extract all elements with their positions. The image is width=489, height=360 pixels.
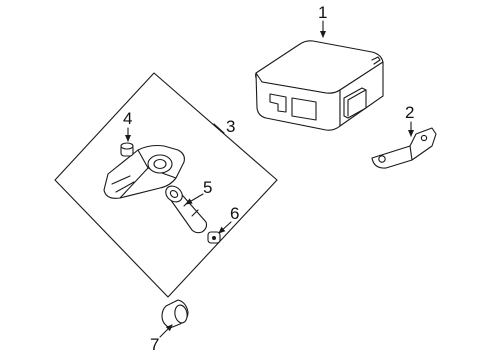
leader-line-6: [218, 221, 232, 234]
callout-label-2: 2: [405, 103, 414, 122]
callout-3: 3: [226, 117, 235, 136]
callout-6: 6: [218, 204, 239, 234]
callout-label-6: 6: [230, 204, 239, 223]
leader-line-5: [185, 193, 204, 205]
callout-4: 4: [123, 109, 132, 142]
callout-7: 7: [150, 324, 173, 354]
valve-core: [207, 231, 221, 244]
callout-5: 5: [185, 178, 212, 205]
sensor-kit-outline: [54, 72, 278, 298]
tire-pressure-sensor: [103, 144, 185, 199]
valve-stem: [165, 185, 208, 234]
callout-label-4: 4: [123, 109, 132, 128]
leader-line-7: [159, 324, 173, 338]
callout-2: 2: [405, 103, 414, 137]
bracket: [371, 127, 437, 169]
callout-1: 1: [318, 3, 327, 38]
callout-label-1: 1: [318, 3, 327, 22]
control-module: [255, 40, 384, 131]
callout-label-3: 3: [226, 117, 235, 136]
valve-cap: [161, 299, 189, 329]
callout-label-7: 7: [150, 335, 159, 354]
callout-label-5: 5: [203, 178, 212, 197]
sensor-nut: [120, 142, 134, 157]
